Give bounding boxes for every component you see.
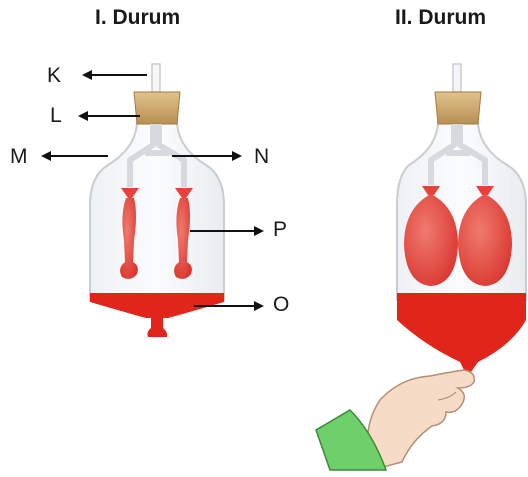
apparatus-state-2	[316, 64, 526, 470]
glass-tube	[453, 64, 461, 92]
label-l: L	[50, 104, 62, 128]
rubber-membrane	[397, 293, 526, 372]
label-n: N	[254, 145, 269, 169]
hand-pulling-membrane	[316, 370, 474, 470]
glass-tube	[152, 64, 160, 92]
apparatus-state-1	[90, 64, 224, 337]
glass-jar	[90, 122, 224, 300]
rubber-membrane	[90, 293, 224, 337]
label-k: K	[47, 64, 61, 88]
label-p: P	[273, 218, 287, 242]
label-o: O	[273, 293, 289, 317]
cork-stopper	[134, 92, 180, 124]
label-m: M	[10, 145, 28, 169]
cork-stopper	[435, 92, 481, 124]
